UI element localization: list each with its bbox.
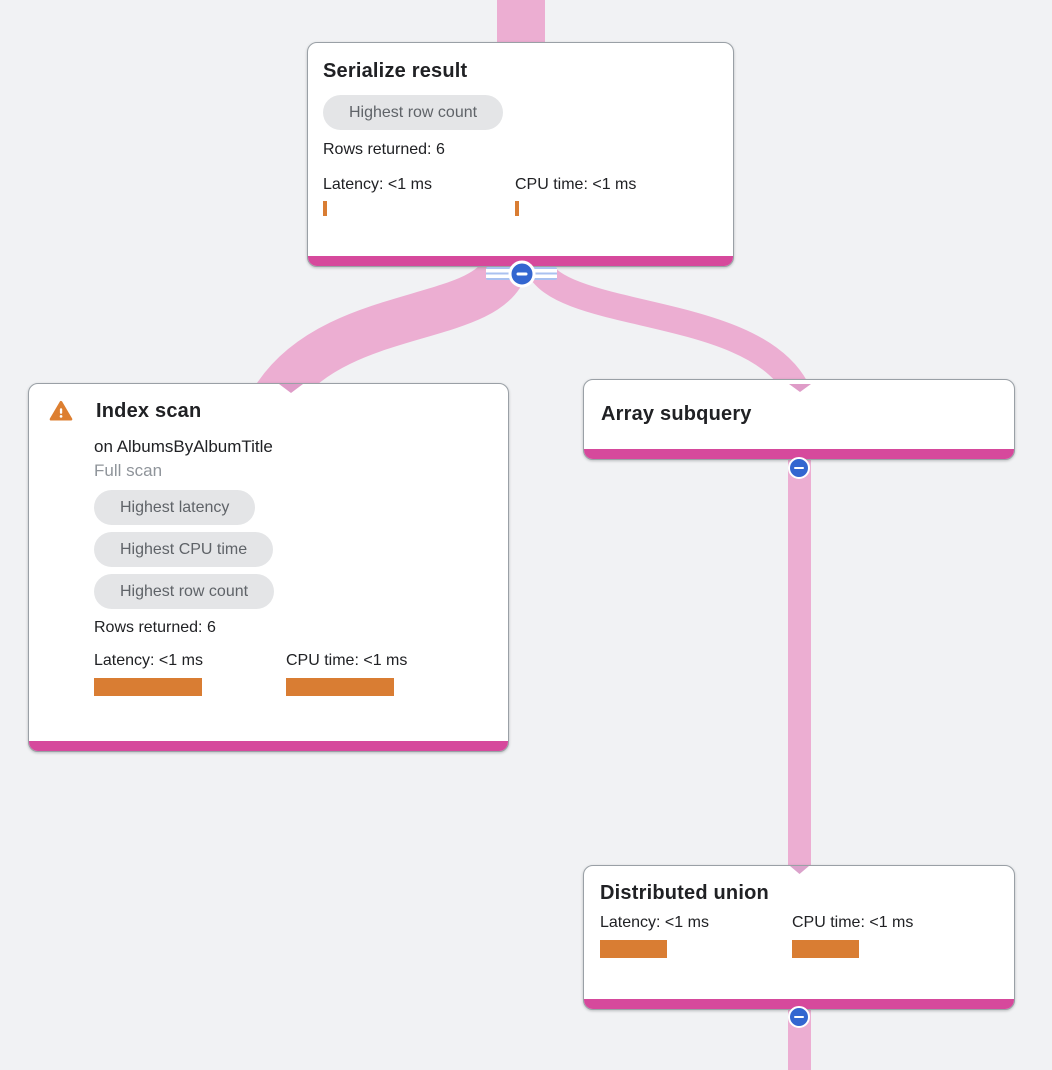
highest-row-count-badge: Highest row count: [94, 574, 275, 609]
plan-node-index-scan[interactable]: Index scan on AlbumsByAlbumTitle Full sc…: [28, 383, 509, 752]
highest-latency-badge: Highest latency: [94, 490, 256, 525]
cpu-time-label: CPU time: <1 ms: [515, 176, 637, 193]
latency-bar: [600, 940, 667, 958]
node-title: Array subquery: [601, 403, 752, 425]
collapse-button-distributed-union[interactable]: [788, 1006, 810, 1028]
plan-node-array-subquery[interactable]: Array subquery: [583, 379, 1015, 460]
edge-parent-to-serialize: [497, 0, 545, 48]
cpu-time-bar: [515, 201, 519, 216]
plan-node-distributed-union[interactable]: Distributed union Latency: <1 ms CPU tim…: [583, 865, 1015, 1010]
index-target-text: on AlbumsByAlbumTitle: [94, 437, 273, 456]
rows-returned-text: Rows returned: 6: [94, 619, 216, 636]
latency-label: Latency: <1 ms: [94, 652, 203, 669]
scan-type-text: Full scan: [94, 461, 163, 480]
collapse-button-array-subquery[interactable]: [788, 457, 810, 479]
node-title: Serialize result: [323, 60, 468, 82]
cpu-time-label: CPU time: <1 ms: [792, 914, 914, 931]
node-title: Index scan: [96, 400, 202, 422]
edge-array-subquery-to-distributed-union: [788, 455, 811, 870]
latency-bar: [323, 201, 327, 216]
highest-row-count-badge: Highest row count: [323, 95, 504, 130]
edge-serialize-to-index-scan: [256, 256, 528, 410]
latency-bar: [94, 678, 202, 696]
rows-returned-text: Rows returned: 6: [323, 141, 445, 158]
cpu-time-label: CPU time: <1 ms: [286, 652, 408, 669]
highest-cpu-time-badge: Highest CPU time: [94, 532, 274, 567]
warning-icon: [49, 400, 73, 421]
node-accent-bar: [584, 449, 1014, 459]
latency-label: Latency: <1 ms: [600, 914, 709, 931]
node-accent-bar: [584, 999, 1014, 1009]
node-title: Distributed union: [600, 882, 769, 904]
latency-label: Latency: <1 ms: [323, 176, 432, 193]
cpu-time-bar: [286, 678, 394, 696]
edge-serialize-to-array-subquery: [526, 259, 811, 401]
collapse-handle-serialize-children[interactable]: [486, 260, 557, 288]
collapse-minus-icon: [508, 260, 535, 288]
plan-node-serialize-result[interactable]: Serialize result Highest row count Rows …: [307, 42, 734, 267]
node-accent-bar: [29, 741, 508, 751]
cpu-time-bar: [792, 940, 859, 958]
